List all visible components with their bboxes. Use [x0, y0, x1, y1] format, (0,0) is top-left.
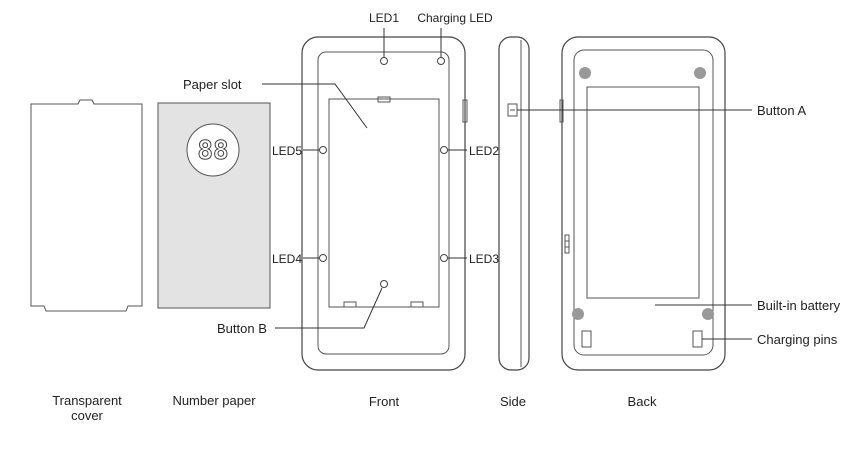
label-paper-slot: Paper slot [183, 77, 242, 92]
caption-transparent-cover-line1: Transparent [52, 393, 122, 408]
charging-led-indicator [437, 57, 445, 65]
label-button-b: Button B [217, 321, 267, 336]
label-led4: LED4 [272, 252, 302, 266]
caption-back: Back [628, 394, 657, 409]
label-led3: LED3 [469, 252, 499, 266]
label-charging-pins: Charging pins [757, 332, 838, 347]
caption-number-paper: Number paper [172, 393, 256, 408]
label-button-a: Button A [757, 103, 806, 118]
label-led2: LED2 [469, 144, 499, 158]
caption-side: Side [500, 394, 526, 409]
led4-indicator [319, 254, 327, 262]
number-display-digits: 88 [197, 136, 228, 166]
number-paper: 88 [157, 102, 271, 309]
charging-pin-right [692, 330, 703, 348]
front-view [301, 36, 468, 371]
led5-indicator [319, 146, 327, 154]
label-led5: LED5 [272, 144, 302, 158]
label-charging-led: Charging LED [417, 11, 493, 25]
caption-front: Front [369, 394, 400, 409]
led2-indicator [440, 146, 448, 154]
back-view [559, 36, 726, 371]
side-view [498, 36, 530, 371]
leader-lines [262, 28, 752, 340]
number-display-circle [186, 123, 240, 177]
led3-indicator [440, 254, 448, 262]
transparent-cover [30, 99, 143, 312]
label-led1: LED1 [369, 11, 399, 25]
button-b-indicator [380, 280, 388, 288]
label-built-in-battery: Built-in battery [757, 298, 841, 313]
charging-pin-left [581, 330, 592, 348]
caption-transparent-cover-line2: cover [71, 408, 103, 423]
led1-indicator [380, 57, 388, 65]
